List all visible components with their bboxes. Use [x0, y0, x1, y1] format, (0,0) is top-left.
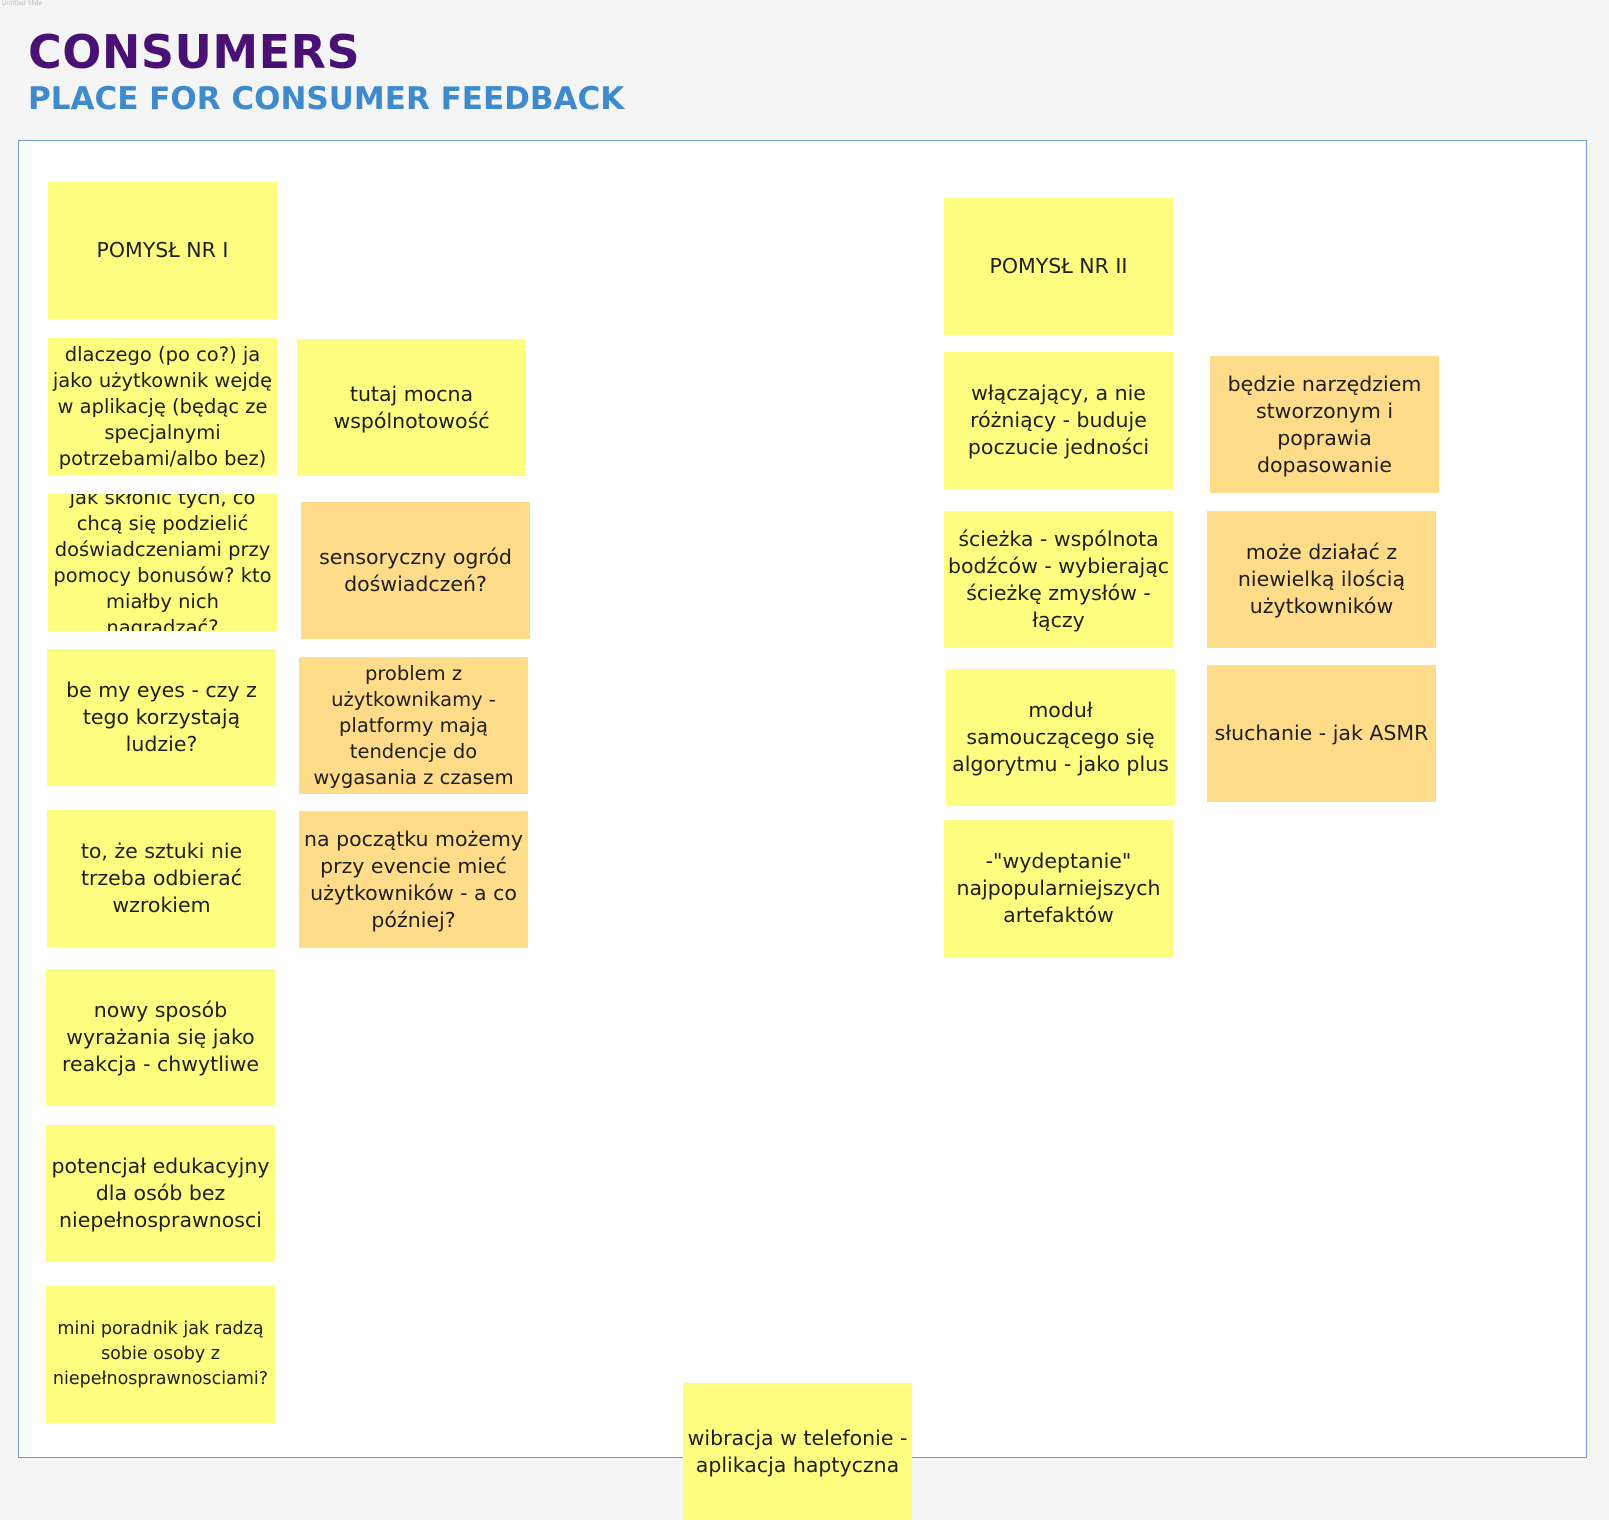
sticky-note[interactable]: problem z użytkownikamy - platformy mają…	[299, 657, 528, 794]
sticky-note-idea-1[interactable]: POMYSŁ NR I	[48, 182, 277, 319]
sticky-note[interactable]: włączający, a nie różniący - buduje pocz…	[944, 352, 1173, 489]
sticky-note-idea-2[interactable]: POMYSŁ NR II	[944, 198, 1173, 335]
sticky-note[interactable]: mini poradnik jak radzą sobie osoby z ni…	[46, 1286, 275, 1423]
sticky-note[interactable]: wibracja w telefonie - aplikacja haptycz…	[683, 1383, 912, 1520]
page-title: CONSUMERS	[28, 25, 361, 79]
sticky-note[interactable]: -"wydeptanie" najpopularniejszych artefa…	[944, 820, 1173, 957]
sticky-note[interactable]: to, że sztuki nie trzeba odbierać wzroki…	[47, 810, 276, 947]
sticky-note[interactable]: dlaczego (po co?) ja jako użytkownik wej…	[48, 338, 277, 475]
page-subtitle: PLACE FOR CONSUMER FEEDBACK	[28, 81, 625, 117]
sticky-note[interactable]: jak skłonić tych, co chcą się podzielić …	[48, 494, 277, 631]
sticky-note[interactable]: będzie narzędziem stworzonym i poprawia …	[1210, 356, 1439, 493]
sticky-note[interactable]: słuchanie - jak ASMR	[1207, 665, 1436, 802]
sticky-note[interactable]: sensoryczny ogród doświadczeń?	[301, 502, 530, 639]
slide-label: Untitled Slide	[2, 0, 43, 7]
sticky-note[interactable]: be my eyes - czy z tego korzystają ludzi…	[47, 649, 276, 786]
sticky-note[interactable]: potencjał edukacyjny dla osób bez niepeł…	[46, 1125, 275, 1262]
sticky-note[interactable]: ścieżka - wspólnota bodźców - wybierając…	[944, 511, 1173, 648]
sticky-note[interactable]: moduł samouczącego się algorytmu - jako …	[946, 669, 1175, 806]
sticky-note[interactable]: na początku możemy przy evencie mieć uży…	[299, 811, 528, 948]
sticky-note[interactable]: nowy sposób wyrażania się jako reakcja -…	[46, 969, 275, 1106]
sticky-note[interactable]: tutaj mocna wspólnotowość	[297, 339, 526, 476]
sticky-note[interactable]: może działać z niewielką ilością użytkow…	[1207, 511, 1436, 648]
